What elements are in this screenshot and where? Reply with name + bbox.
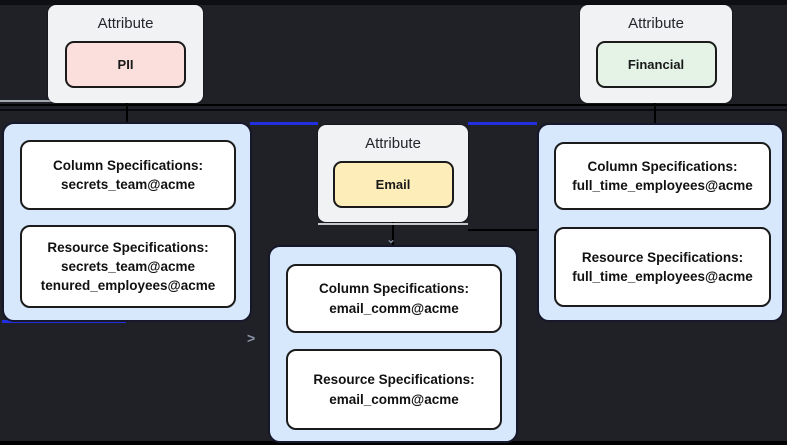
attribute-node-pii[interactable]: Attribute PII [48, 5, 203, 103]
email-node-bottom-edge [318, 223, 468, 225]
spec-container-secrets-team[interactable]: Column Specifications: secrets_team@acme… [2, 122, 252, 322]
edge-blue-left-segment [250, 122, 318, 125]
column-spec-title: Column Specifications: [318, 281, 470, 297]
resource-specifications-box[interactable]: Resource Specifications: secrets_team@ac… [20, 225, 236, 308]
attribute-node-title: Attribute [97, 15, 154, 32]
column-specifications-box[interactable]: Column Specifications: secrets_team@acme [20, 140, 236, 210]
arrowhead-right-icon: > [247, 330, 256, 346]
column-spec-title: Column Specifications: [52, 157, 204, 173]
top-stripe [0, 0, 787, 5]
resource-spec-value: email_comm@acme [329, 391, 459, 407]
edge-financial-to-fulltime [654, 100, 656, 123]
resource-spec-title: Resource Specifications: [313, 372, 475, 388]
column-spec-value: email_comm@acme [329, 300, 459, 316]
resource-spec-title: Resource Specifications: [581, 249, 744, 265]
resource-spec-value: secrets_team@acme [60, 258, 195, 274]
column-spec-value: full_time_employees@acme [572, 178, 753, 193]
attribute-node-title: Attribute [628, 15, 684, 32]
edge-horizontal-2 [0, 109, 787, 111]
edge-horizontal-1 [0, 104, 787, 106]
attribute-tag-financial[interactable]: Financial [595, 41, 717, 88]
resource-spec-value: tenured_employees@acme [40, 278, 216, 294]
edge-black-mid-segment [468, 229, 537, 231]
column-specifications-box[interactable]: Column Specifications: email_comm@acme [286, 264, 502, 333]
column-specifications-box[interactable]: Column Specifications: full_time_employe… [554, 142, 771, 210]
column-spec-title: Column Specifications: [587, 158, 738, 174]
edge-pii-to-secrets [126, 100, 128, 123]
column-spec-value: secrets_team@acme [60, 177, 195, 192]
resource-specifications-box[interactable]: Resource Specifications: full_time_emplo… [554, 227, 771, 307]
arrowhead-down-icon: ⌄ [386, 232, 397, 246]
attribute-node-title: Attribute [365, 135, 421, 152]
attribute-node-email[interactable]: Attribute Email [318, 125, 468, 222]
resource-spec-value: full_time_employees@acme [572, 269, 753, 284]
resource-spec-title: Resource Specifications: [47, 239, 209, 255]
attribute-node-financial[interactable]: Attribute Financial [580, 5, 732, 103]
attribute-tag-pii[interactable]: PII [65, 41, 186, 88]
attribute-tag-email[interactable]: Email [332, 161, 454, 208]
resource-specifications-box[interactable]: Resource Specifications: email_comm@acme [286, 349, 502, 430]
spec-container-email-comm[interactable]: Column Specifications: email_comm@acme R… [268, 245, 518, 443]
bottom-stripe [0, 441, 787, 445]
edge-email-to-emailcomm [392, 222, 394, 245]
spec-container-full-time-employees[interactable]: Column Specifications: full_time_employe… [537, 123, 784, 322]
edge-blue-right-segment [468, 122, 537, 125]
